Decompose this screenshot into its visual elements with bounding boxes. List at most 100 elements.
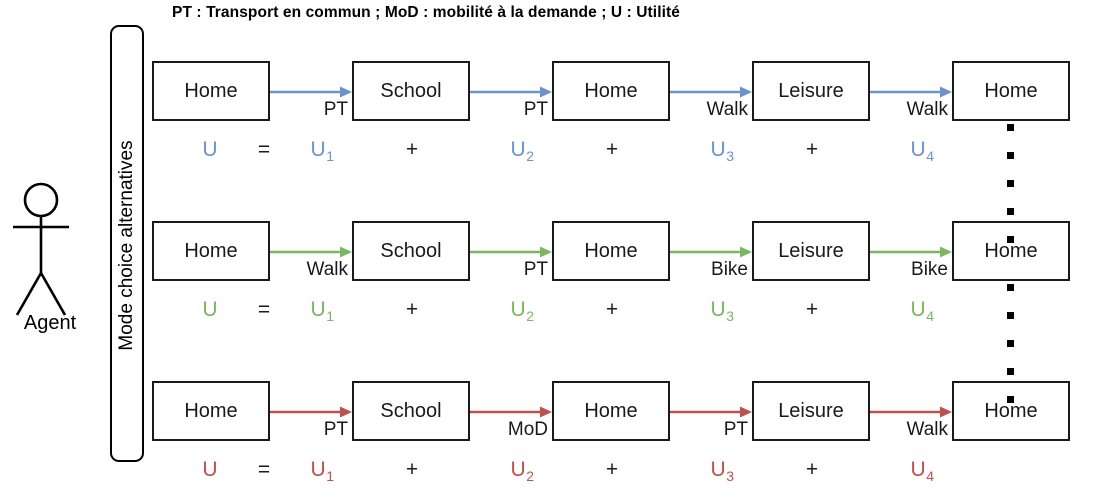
utility-subscript: 4 (926, 468, 934, 484)
activity-node[interactable]: Home (952, 221, 1070, 281)
activity-node[interactable]: Leisure (752, 381, 870, 441)
utility-subscript: 2 (526, 308, 534, 324)
mode-arrow (670, 406, 752, 418)
utility-symbol: U (310, 298, 326, 321)
utility-symbol: U (510, 298, 526, 321)
utility-symbol: U (202, 298, 218, 321)
mode-arrow (870, 86, 952, 98)
utility-subscript: 1 (326, 308, 334, 324)
mode-label: Walk (306, 259, 348, 280)
mode-label: PT (723, 419, 748, 440)
mode-arrow (470, 246, 552, 258)
stick-figure-icon (13, 182, 69, 316)
activity-node[interactable]: School (352, 381, 470, 441)
mode-arrow (270, 86, 352, 98)
mode-label: PT (323, 99, 348, 120)
utility-subscript: 2 (526, 468, 534, 484)
mode-label: PT (523, 259, 548, 280)
activity-node[interactable]: Home (552, 221, 670, 281)
continuation-dots-lower (1007, 284, 1014, 424)
mode-arrow (670, 86, 752, 98)
activity-node[interactable]: Leisure (752, 221, 870, 281)
mode-label: Walk (906, 419, 948, 440)
utility-subscript: 1 (326, 468, 334, 484)
utility-symbol: U (910, 298, 926, 321)
utility-term: U (180, 135, 240, 165)
utility-symbol: U (910, 458, 926, 481)
utility-term: U2 (492, 135, 552, 165)
mode-label: MoD (507, 419, 548, 440)
utility-subscript: 3 (726, 308, 734, 324)
activity-node[interactable]: Home (152, 61, 270, 121)
utility-term: U2 (492, 455, 552, 485)
utility-term: U1 (292, 135, 352, 165)
utility-symbol: U (202, 458, 218, 481)
utility-symbol: U (910, 138, 926, 161)
utility-term: U1 (292, 455, 352, 485)
activity-node[interactable]: Home (952, 381, 1070, 441)
activity-node[interactable]: Home (152, 381, 270, 441)
agent-label: Agent (23, 312, 77, 334)
plus-sign: + (405, 138, 419, 161)
activity-node[interactable]: School (352, 221, 470, 281)
activity-node[interactable]: Home (552, 381, 670, 441)
utility-subscript: 2 (526, 148, 534, 164)
mode-arrow (670, 246, 752, 258)
mode-arrow (270, 406, 352, 418)
mode-arrow (470, 86, 552, 98)
continuation-dots-upper (1007, 124, 1014, 264)
plus-sign: + (805, 138, 819, 161)
utility-subscript: 4 (926, 308, 934, 324)
utility-symbol: U (710, 298, 726, 321)
plus-sign: + (805, 298, 819, 321)
mode-choice-alternatives-bar: Mode choice alternatives (110, 25, 144, 462)
equals-sign: = (257, 458, 271, 481)
mode-label: Bike (911, 259, 948, 280)
plus-sign: + (605, 138, 619, 161)
utility-term: U3 (692, 455, 752, 485)
mode-arrow (470, 406, 552, 418)
utility-term: U1 (292, 295, 352, 325)
plus-sign: + (605, 298, 619, 321)
equals-sign: = (257, 298, 271, 321)
utility-term: U (180, 455, 240, 485)
plus-sign: + (805, 458, 819, 481)
activity-node[interactable]: Home (952, 61, 1070, 121)
plus-sign: + (405, 298, 419, 321)
plus-sign: + (405, 458, 419, 481)
utility-term: U4 (892, 135, 952, 165)
activity-node[interactable]: Leisure (752, 61, 870, 121)
legend-text: PT : Transport en commun ; MoD : mobilit… (172, 4, 681, 21)
mode-arrow (870, 246, 952, 258)
utility-term: U3 (692, 295, 752, 325)
mode-label: Walk (706, 99, 748, 120)
mode-label: Walk (906, 99, 948, 120)
mode-label: PT (323, 419, 348, 440)
mode-arrow (270, 246, 352, 258)
activity-node[interactable]: Home (552, 61, 670, 121)
mode-label: Bike (711, 259, 748, 280)
utility-term: U4 (892, 455, 952, 485)
utility-symbol: U (510, 138, 526, 161)
utility-term: U3 (692, 135, 752, 165)
utility-symbol: U (310, 138, 326, 161)
mode-label: PT (523, 99, 548, 120)
equals-sign: = (257, 138, 271, 161)
utility-term: U (180, 295, 240, 325)
activity-node[interactable]: Home (152, 221, 270, 281)
utility-term: U2 (492, 295, 552, 325)
utility-symbol: U (202, 138, 218, 161)
utility-symbol: U (510, 458, 526, 481)
utility-symbol: U (310, 458, 326, 481)
mode-arrow (870, 406, 952, 418)
plus-sign: + (605, 458, 619, 481)
utility-symbol: U (710, 138, 726, 161)
activity-node[interactable]: School (352, 61, 470, 121)
utility-subscript: 4 (926, 148, 934, 164)
utility-subscript: 3 (726, 468, 734, 484)
utility-subscript: 1 (326, 148, 334, 164)
utility-term: U4 (892, 295, 952, 325)
